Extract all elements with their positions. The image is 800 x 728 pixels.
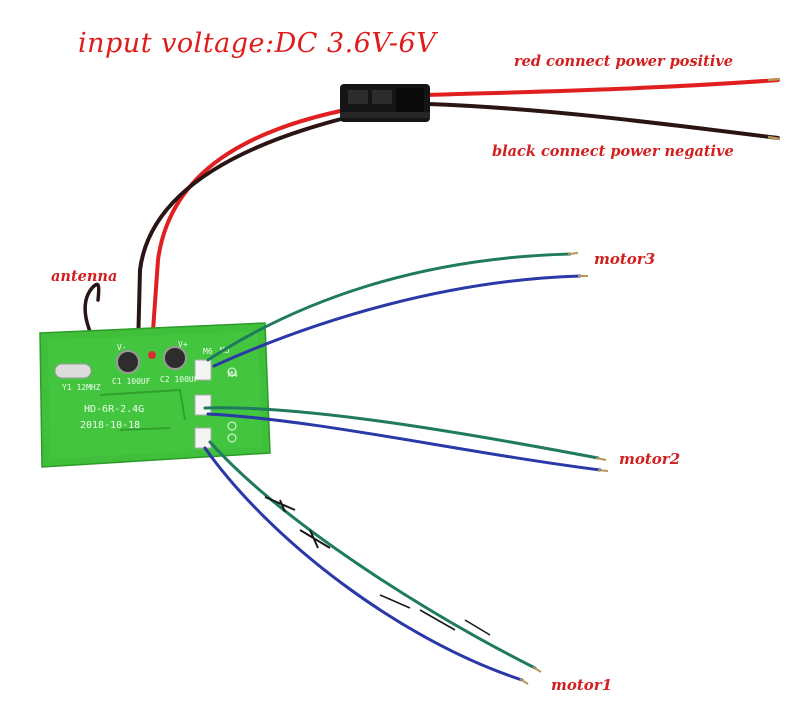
- cap2-label: C2 100UF: [160, 375, 199, 384]
- motor-connector-m6: [194, 359, 212, 381]
- v-plus-label: V+: [178, 340, 188, 349]
- motor-connector-m4: [194, 427, 212, 449]
- power-connector: [340, 84, 430, 122]
- board-model: HD-6R-2.4G: [84, 404, 144, 415]
- red-wire-out: [426, 78, 780, 97]
- pcb-board: [39, 322, 271, 468]
- crystal-label: Y1 12MHZ: [62, 383, 101, 392]
- m4-label: M4: [228, 370, 238, 379]
- cap1-label: C1 100UF: [112, 377, 151, 386]
- black-wire-to-board: [136, 116, 347, 350]
- black-wire-note: black connect power negative: [492, 143, 734, 160]
- black-wire-tip: [767, 135, 781, 141]
- v-minus-label: V-: [117, 343, 127, 352]
- red-wire-tip: [767, 77, 781, 82]
- antenna-label: antenna: [51, 268, 118, 285]
- m6-label: M6: [203, 347, 213, 356]
- motor2-wires: [203, 406, 609, 472]
- red-wire-to-board: [150, 108, 347, 347]
- motor2-label: motor2: [619, 450, 681, 468]
- crystal-component: [54, 363, 92, 379]
- motor3-wires: [206, 252, 588, 368]
- board-date: 2018-10-18: [80, 420, 140, 431]
- capacitor-c2: [163, 346, 187, 370]
- power-led: [148, 351, 156, 359]
- black-wire-out: [426, 102, 780, 140]
- motor1-wires: [203, 440, 542, 685]
- motor-connector-m5: [194, 394, 212, 416]
- motor1-label: motor1: [551, 676, 613, 694]
- power-wires: [136, 77, 781, 350]
- input-voltage-title: input voltage:DC 3.6V-6V: [78, 28, 437, 59]
- motor3-label: motor3: [594, 250, 656, 268]
- red-wire-note: red connect power positive: [514, 53, 733, 70]
- capacitor-c1: [116, 350, 140, 374]
